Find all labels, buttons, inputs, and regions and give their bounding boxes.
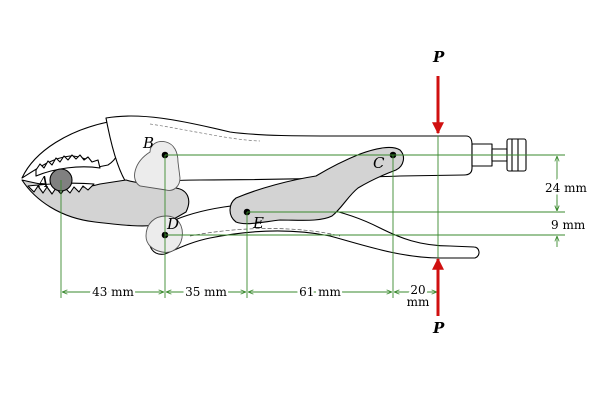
dim-text-35: 35 mm — [185, 285, 227, 299]
pivot-plate-b — [134, 141, 181, 191]
dim-text-24: 24 mm — [545, 181, 587, 195]
dim-text-43: 43 mm — [92, 285, 134, 299]
label-a: A — [36, 173, 49, 191]
upper-jaw-teeth — [35, 154, 101, 177]
dim-text-20-value: 20 — [410, 283, 425, 297]
label-d: D — [166, 215, 179, 233]
lower-jaw — [21, 179, 190, 227]
dim-text-20-unit: mm — [407, 295, 430, 309]
toggle-link — [229, 146, 405, 225]
dim-text-9: 9 mm — [551, 218, 586, 232]
label-b: B — [142, 134, 154, 152]
lower-handle-edge — [189, 228, 341, 237]
force-label-bottom: P — [432, 319, 445, 337]
handle-highlight — [149, 123, 261, 142]
label-c: C — [373, 154, 385, 172]
force-label-top: P — [432, 48, 445, 66]
label-e: E — [252, 214, 264, 232]
dim-text-61: 61 mm — [299, 285, 341, 299]
